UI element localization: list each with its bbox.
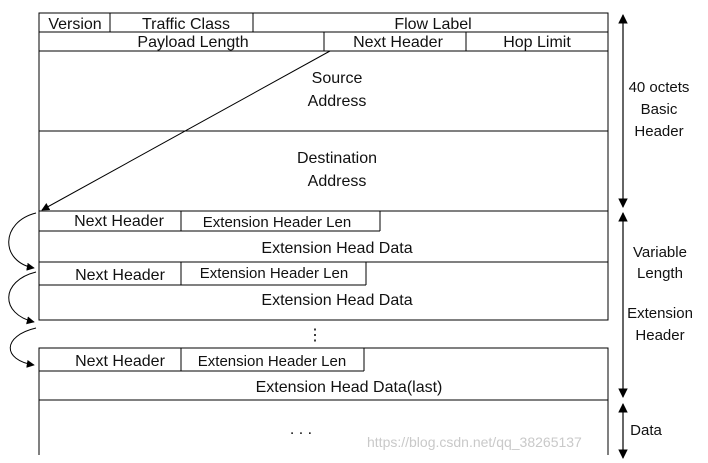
ext3-header-len: Extension Header Len [198,353,346,370]
source-address-box [38,50,609,132]
chain-arrow-1 [8,212,37,271]
ext1-header-len: Extension Header Len [203,214,351,231]
row1-box [38,12,609,33]
chain-arrow-3 [9,327,37,368]
traffic-class-field: Traffic Class [142,16,230,33]
ext1-next-header: Next Header [74,213,164,230]
version-field: Version [48,16,101,33]
source-address-label-1: Source [312,70,363,87]
basic-header-label-2: Basic [641,101,678,118]
destination-address-box [38,130,609,212]
extension-label-5: Header [635,327,684,344]
data-ellipsis: . . . [290,421,312,438]
extension-label-1: Variable [633,244,687,261]
extension-label-4: Extension [627,305,693,322]
next-header-arrow [41,50,331,211]
payload-length-field: Payload Length [137,34,248,51]
flow-label-field: Flow Label [394,16,471,33]
ext3-data: Extension Head Data(last) [256,379,443,396]
extension-header-2 [38,261,609,321]
destination-address-label-2: Address [308,173,367,190]
hop-limit-field: Hop Limit [503,34,571,51]
basic-header-label-1: 40 octets [629,79,690,96]
data-label: Data [630,422,662,439]
ext3-next-header: Next Header [75,353,165,370]
next-header-pointers [8,50,331,368]
basic-header-label-3: Header [634,123,683,140]
extension-header-3 [38,347,609,401]
ext2-next-header: Next Header [75,267,165,284]
vertical-ellipsis: ⋮ [307,327,323,344]
extension-label-2: Length [637,265,683,282]
ext2-header-len: Extension Header Len [200,265,348,282]
watermark: https://blog.csdn.net/qq_38265137 [367,434,582,450]
ext1-data: Extension Head Data [261,240,412,257]
destination-address-label-1: Destination [297,150,377,167]
chain-arrow-2 [8,271,37,325]
source-address-label-2: Address [308,93,367,110]
data-area [38,400,609,455]
ext2-data: Extension Head Data [261,292,412,309]
next-header-field: Next Header [353,34,443,51]
